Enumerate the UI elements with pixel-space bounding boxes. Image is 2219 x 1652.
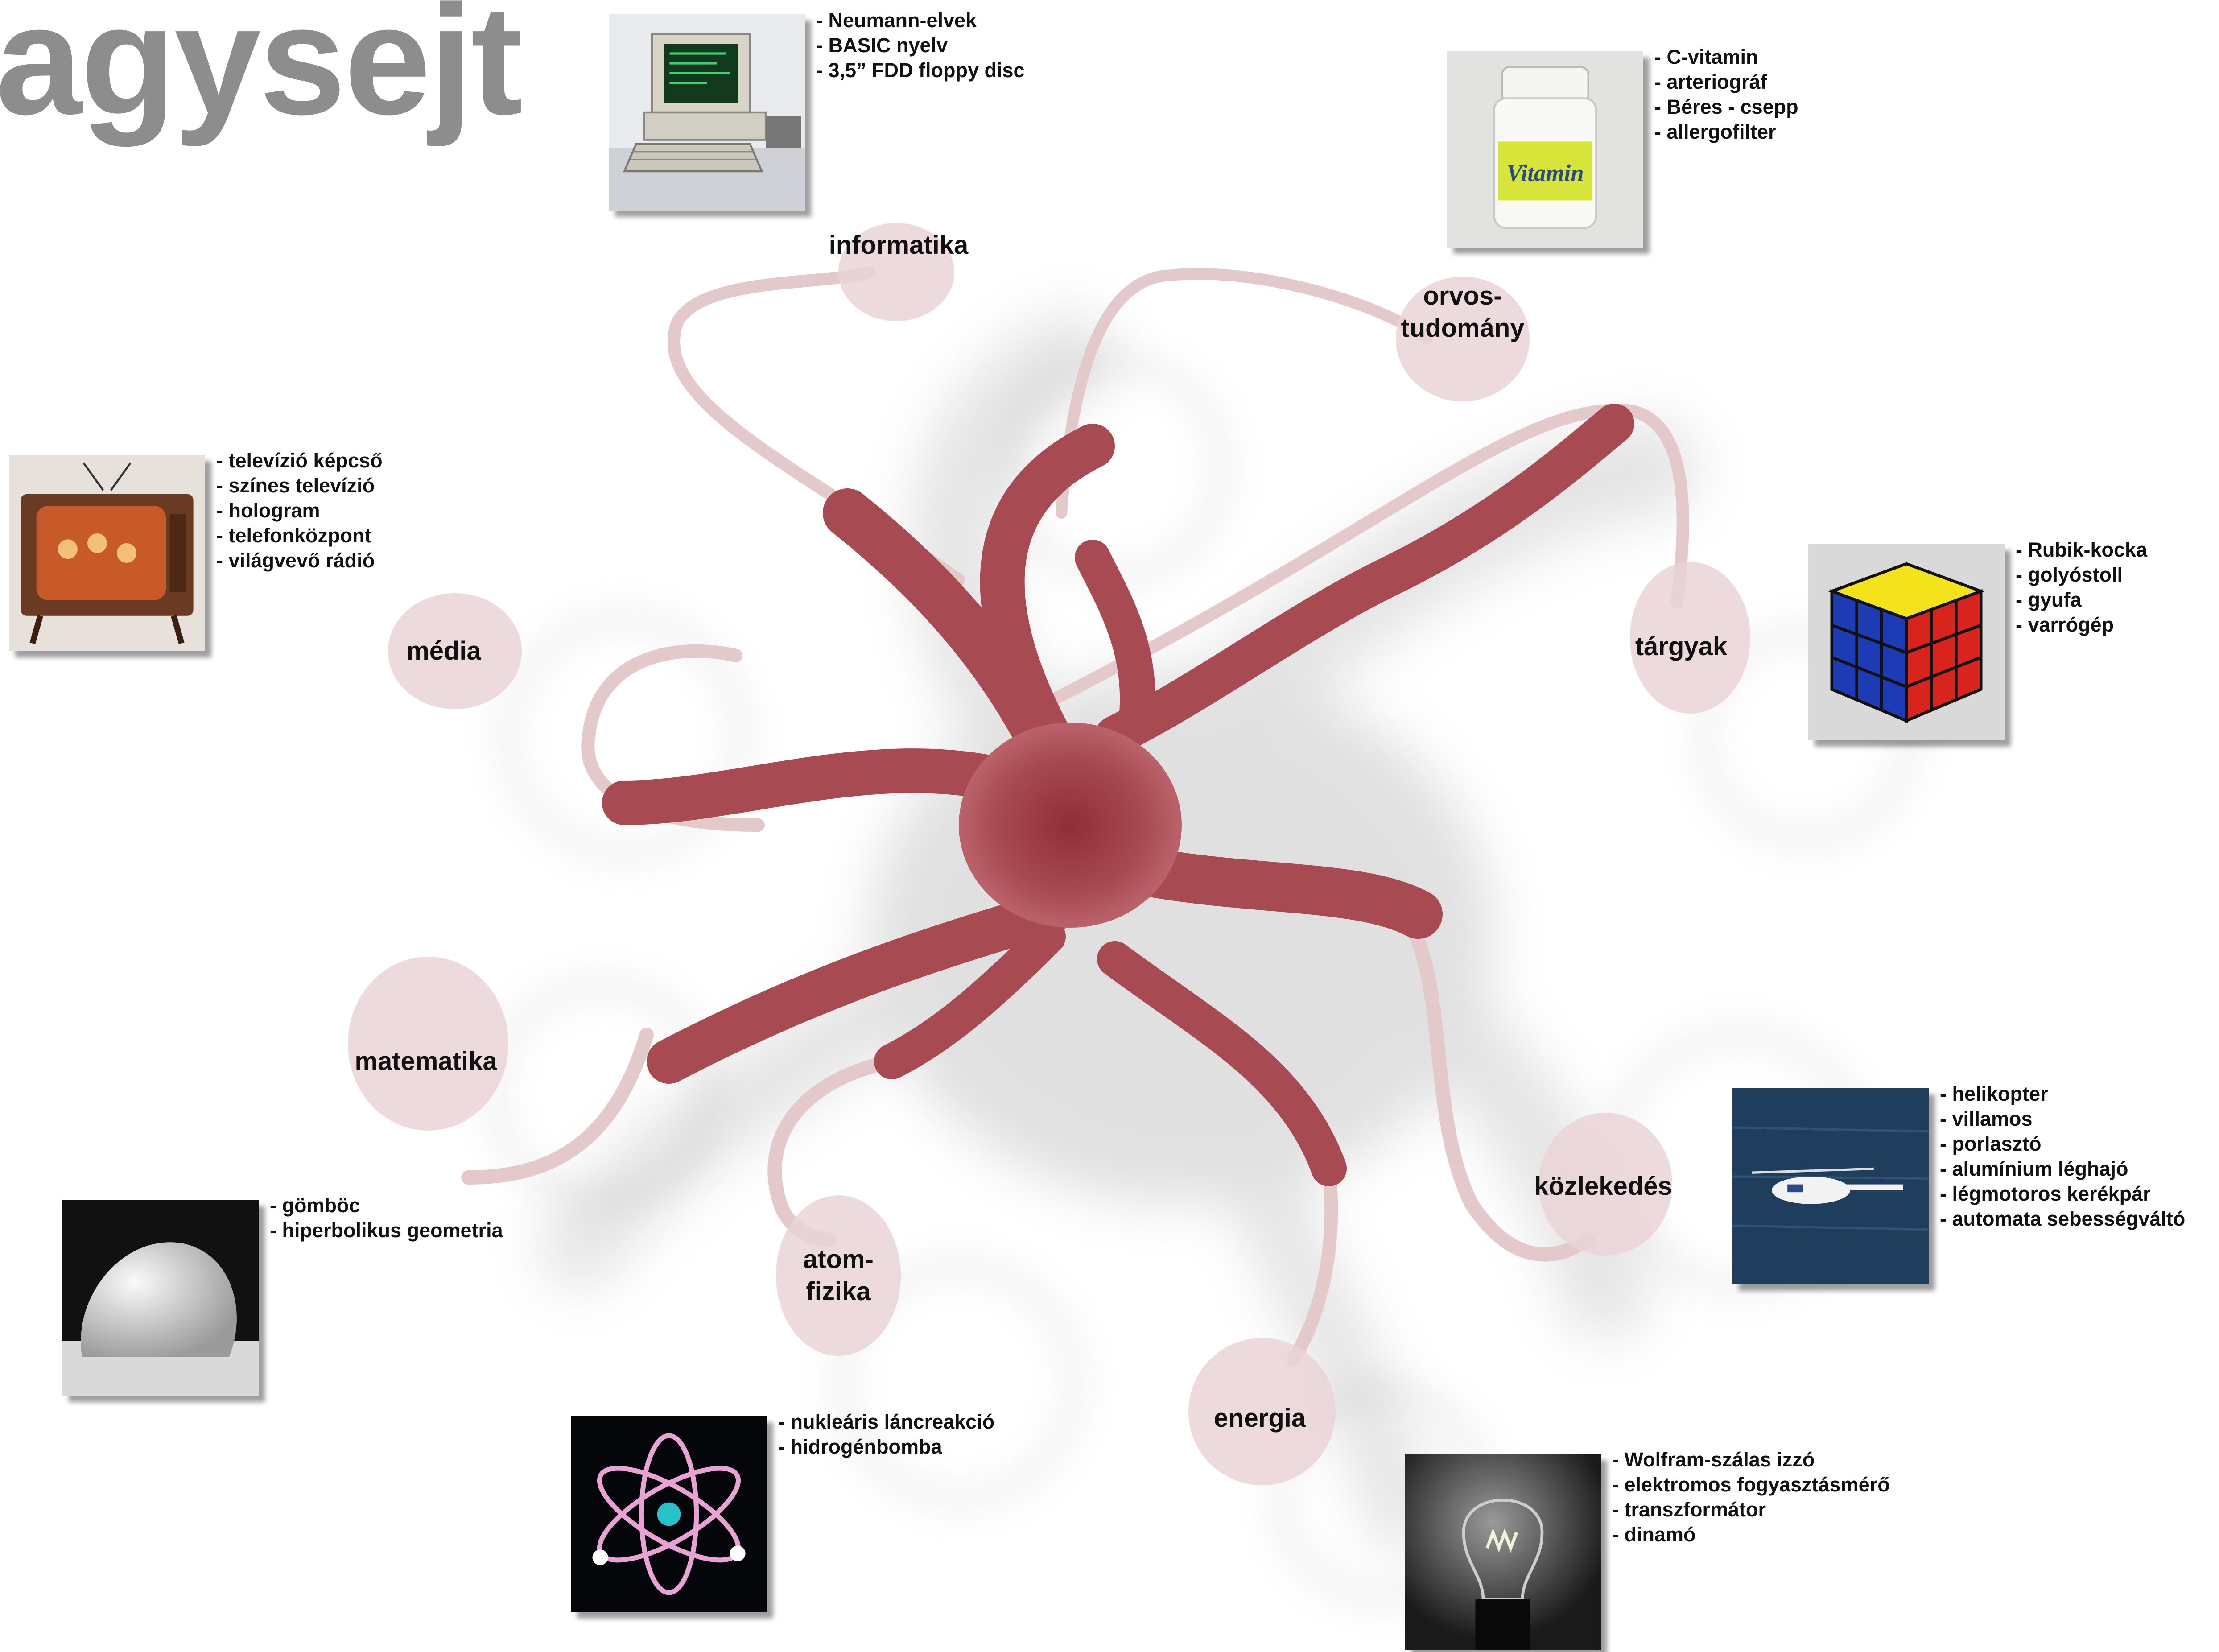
atom-image <box>571 1416 767 1612</box>
bulb-atomfizika <box>776 1195 901 1356</box>
neuron-arms <box>602 404 1634 1186</box>
item-list-informatika: - Neumann-elvek- BASIC nyelv- 3,5” FDD f… <box>816 8 1025 83</box>
list-item: - BASIC nyelv <box>816 34 948 57</box>
node-label-media: média <box>406 636 481 665</box>
list-item: - Rubik-kocka <box>2016 538 2148 561</box>
bulb-media <box>388 593 522 709</box>
gomboc-image <box>62 1200 259 1396</box>
list-item: - Wolfram-szálas izzó <box>1612 1448 1815 1471</box>
rubiks-cube-image <box>1808 544 2005 740</box>
item-list-matematika: - gömböc- hiperbolikus geometria <box>270 1193 503 1243</box>
list-item: - 3,5” FDD floppy disc <box>816 59 1025 82</box>
bulb-matematika <box>348 957 508 1131</box>
list-item: - Béres - csepp <box>1654 95 1798 118</box>
list-item: - televízió képcső <box>216 449 383 472</box>
node-label-matematika: matematika <box>355 1047 497 1076</box>
list-item: - varrógép <box>2016 613 2114 636</box>
item-list-atomfizika: - nukleáris láncreakció- hidrogénbomba <box>778 1409 994 1459</box>
list-item: - dinamó <box>1612 1523 1696 1546</box>
neuron-soma <box>959 723 1182 928</box>
item-list-orvostudomany: - C-vitamin- arteriográf- Béres - csepp-… <box>1654 45 1798 145</box>
svg-text:Vitamin: Vitamin <box>1506 160 1584 186</box>
node-label-targyak: tárgyak <box>1635 632 1728 661</box>
bulb-informatika <box>838 223 954 321</box>
list-item: - Neumann-elvek <box>816 9 977 32</box>
list-item: - hologram <box>216 499 320 522</box>
item-list-targyak: - Rubik-kocka- golyóstoll- gyufa- varróg… <box>2016 537 2147 637</box>
node-label-kozlekedes: közlekedés <box>1534 1172 1672 1201</box>
list-item: - transzformátor <box>1612 1498 1766 1521</box>
light-bulb-image <box>1405 1454 1601 1650</box>
list-item: - világvevő rádió <box>216 549 375 572</box>
node-label-atomfizika: atom-fizika <box>803 1245 874 1306</box>
list-item: - nukleáris láncreakció <box>778 1410 995 1433</box>
list-item: - telefonközpont <box>216 524 371 547</box>
list-item: - porlasztó <box>1940 1132 2042 1155</box>
bulb-energia <box>1188 1338 1336 1485</box>
list-item: - helikopter <box>1940 1082 2048 1105</box>
list-item: - elektromos fogyasztásmérő <box>1612 1473 1890 1496</box>
list-item: - villamos <box>1940 1107 2033 1130</box>
helicopter-image <box>1732 1088 1929 1284</box>
vitamin-bottle-image: Vitamin <box>1447 51 1643 248</box>
page-title: agysejt <box>0 0 523 147</box>
list-item: - automata sebességváltó <box>1940 1207 2186 1230</box>
list-item: - C-vitamin <box>1654 45 1758 68</box>
node-label-orvostudomany: orvos-tudomány <box>1401 281 1525 343</box>
bulb-kozlekedes <box>1538 1113 1672 1256</box>
node-label-energia: energia <box>1213 1404 1306 1433</box>
list-item: - légmotoros kerékpár <box>1940 1182 2151 1205</box>
list-item: - alumínium léghajó <box>1940 1157 2128 1180</box>
list-item: - gyufa <box>2016 588 2082 611</box>
computer-image <box>609 14 805 211</box>
item-list-kozlekedes: - helikopter- villamos- porlasztó- alumí… <box>1940 1082 2185 1231</box>
list-item: - golyóstoll <box>2016 563 2123 586</box>
list-item: - színes televízió <box>216 474 375 497</box>
bulb-targyak <box>1630 562 1750 714</box>
list-item: - gömböc <box>270 1194 360 1217</box>
list-item: - hiperbolikus geometria <box>270 1219 503 1242</box>
item-list-energia: - Wolfram-szálas izzó- elektromos fogyas… <box>1612 1447 1890 1547</box>
node-label-informatika: informatika <box>829 231 969 260</box>
list-item: - allergofilter <box>1654 120 1776 143</box>
list-item: - arteriográf <box>1654 70 1767 93</box>
television-image <box>9 455 205 651</box>
list-item: - hidrogénbomba <box>778 1435 942 1458</box>
bulb-orvostudomany <box>1396 277 1530 401</box>
item-list-media: - televízió képcső- színes televízió- ho… <box>216 448 383 573</box>
